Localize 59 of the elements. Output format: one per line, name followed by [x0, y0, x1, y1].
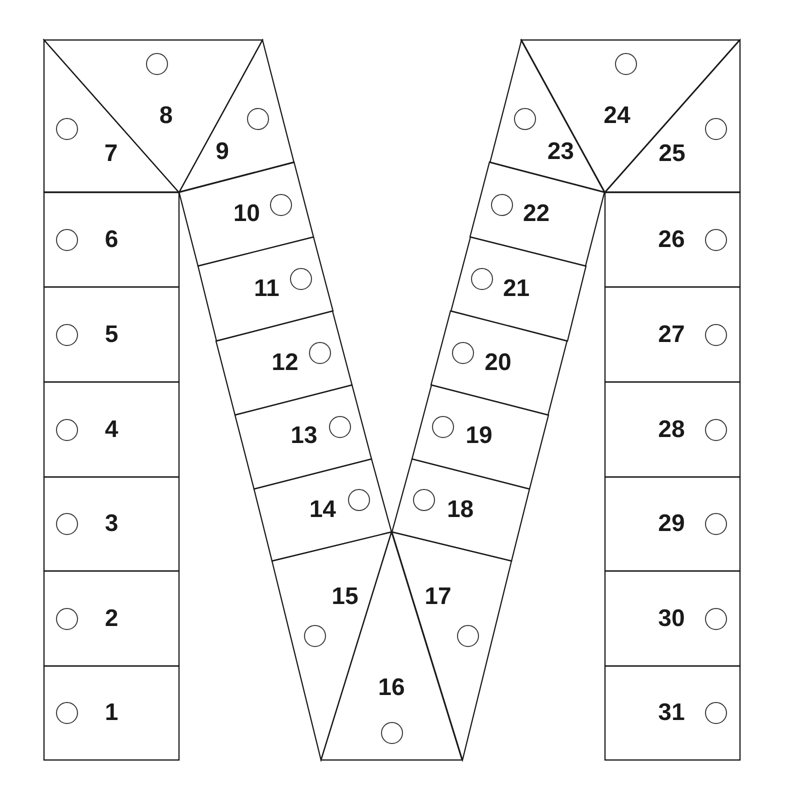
numbered-section	[44, 192, 178, 287]
section-number: 14	[309, 498, 336, 522]
section-number: 16	[378, 676, 405, 700]
section-number: 26	[658, 228, 685, 252]
section-number: 8	[159, 104, 173, 128]
section-number: 7	[104, 142, 118, 166]
numbered-section	[44, 666, 178, 760]
section-number: 17	[424, 584, 452, 609]
numbered-section	[392, 459, 529, 561]
numbered-section	[44, 40, 262, 192]
section-number: 23	[547, 140, 574, 164]
section-number: 10	[233, 202, 260, 226]
numbered-section	[604, 192, 740, 287]
section-number: 9	[216, 140, 229, 164]
numbered-section	[412, 385, 548, 489]
numbered-section	[44, 40, 178, 192]
section-number: 20	[484, 350, 512, 375]
numbered-section	[604, 477, 740, 571]
section-number: 24	[604, 104, 630, 128]
numbered-section	[450, 237, 586, 341]
section-number: 2	[104, 606, 118, 630]
numbered-section	[604, 287, 740, 382]
numbered-section	[198, 237, 332, 341]
numbered-section	[604, 382, 740, 477]
numbered-section	[254, 459, 392, 561]
section-number: 27	[658, 322, 685, 346]
section-number: 6	[104, 228, 118, 252]
numbered-section	[490, 40, 604, 192]
numbered-section	[178, 40, 294, 192]
numbered-section	[235, 385, 372, 489]
numbered-section	[470, 162, 604, 266]
numbered-section	[178, 162, 313, 266]
numbered-section	[44, 382, 178, 477]
section-number: 15	[332, 584, 358, 609]
section-number: 22	[522, 202, 550, 226]
numbered-section	[44, 477, 178, 571]
section-number: 1	[104, 701, 118, 725]
numbered-section	[431, 311, 567, 415]
section-number: 25	[658, 142, 686, 166]
section-number: 29	[658, 512, 685, 536]
section-number: 3	[104, 512, 118, 536]
section-number: 31	[658, 701, 685, 725]
section-number: 12	[272, 350, 298, 375]
numbered-section	[521, 40, 740, 192]
numbered-section	[321, 532, 462, 760]
section-number: 19	[466, 424, 492, 448]
section-number: 4	[104, 418, 118, 442]
numbered-section	[44, 287, 178, 382]
section-number: 21	[502, 277, 530, 301]
numbered-section	[44, 571, 178, 666]
numbered-section	[216, 311, 352, 415]
numbered-section	[604, 666, 740, 760]
section-number: 11	[254, 277, 280, 301]
section-number: 5	[104, 322, 118, 346]
section-number: 28	[658, 418, 685, 442]
section-number: 13	[290, 424, 318, 448]
numbered-section	[604, 571, 740, 666]
section-number: 30	[658, 606, 685, 630]
section-number: 18	[446, 498, 474, 522]
